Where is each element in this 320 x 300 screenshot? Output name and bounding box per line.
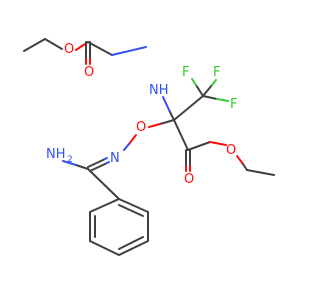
bond-cf3-f-top-right-c bbox=[202, 84, 213, 97]
bond-central-o-ether-c bbox=[159, 119, 175, 125]
atom-h2-subscript: 2 bbox=[67, 155, 73, 165]
bond-o-ch2-ester-o bbox=[236, 155, 244, 165]
atom-o-ester-carbonyl: O bbox=[184, 172, 194, 187]
molecular-structure: O O NH F F F O O O NH 2 N bbox=[23, 38, 275, 257]
benzene-double-2 bbox=[118, 236, 144, 250]
bond-nh-central-c bbox=[169, 111, 175, 121]
atom-o-carbamate-carbonyl: O bbox=[84, 65, 94, 80]
bond-o-n-oxime-n bbox=[123, 143, 130, 151]
bond-nh-c bbox=[111, 46, 147, 56]
bond-nh-central bbox=[162, 96, 171, 113]
atom-f-right: F bbox=[230, 97, 237, 112]
bond-c-nh2-n bbox=[62, 160, 77, 166]
atom-o-ethyl-ester: O bbox=[226, 143, 236, 158]
atom-o-ethoxy-ester: O bbox=[64, 42, 74, 57]
bond-central-o-ether-o bbox=[148, 123, 161, 128]
benzene-double-1 bbox=[118, 204, 144, 217]
bond-ch2-o-carbamate bbox=[44, 38, 63, 50]
bond-cf3-f-top-right-f bbox=[211, 79, 217, 86]
benzene-ring bbox=[89, 197, 149, 257]
bond-ester-c-o-single-o bbox=[209, 141, 227, 146]
atom-f-top-left: F bbox=[182, 65, 189, 80]
atom-nh-carbamate: NH bbox=[149, 83, 169, 98]
bond-c-nh2-c bbox=[75, 164, 89, 170]
bond-c-nh bbox=[87, 41, 113, 56]
bond-c-phenyl bbox=[87, 168, 120, 200]
bond-ester-c-o-single-c bbox=[187, 141, 211, 151]
atom-f-top-right: F bbox=[213, 65, 220, 80]
bond-o-ch2-ester-c bbox=[242, 163, 248, 171]
bond-central-ester-c bbox=[173, 119, 189, 151]
bond-cf3-f-top-left-f bbox=[191, 78, 197, 86]
bond-cf3-f-right-c bbox=[202, 95, 218, 100]
bond-n-c-double-a-c bbox=[87, 159, 104, 168]
atom-n-oxime: N bbox=[110, 151, 120, 166]
atom-nh-imine: NH bbox=[46, 147, 66, 162]
bond-cf3-f-top-left-c bbox=[195, 84, 204, 97]
atom-o-ether: O bbox=[136, 120, 146, 135]
bond-cf3-f-right-f bbox=[216, 98, 229, 102]
bond-central-cf3 bbox=[173, 95, 204, 121]
bond-ch2-ch3-ester bbox=[246, 169, 275, 176]
bond-ch3-ch2-carbamate bbox=[23, 38, 46, 52]
bond-n-c-double-b-c bbox=[89, 163, 106, 172]
bond-o-n-oxime-o bbox=[128, 134, 137, 145]
